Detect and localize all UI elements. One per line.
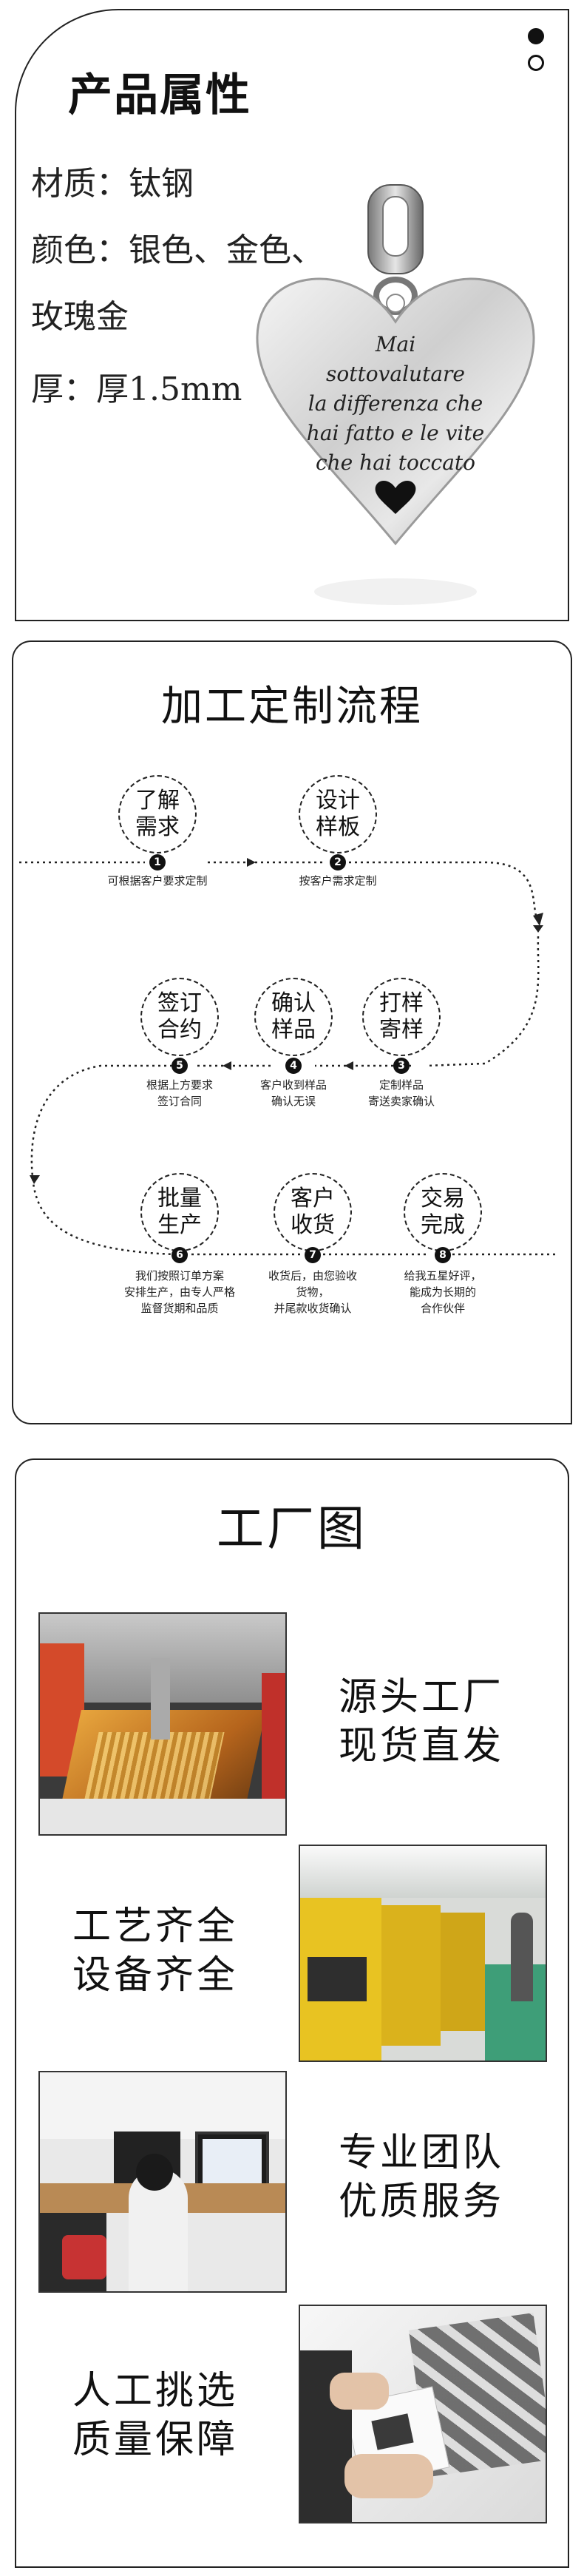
caption-manual-selection: 人工挑选质量保障 xyxy=(72,2369,238,2462)
step-design-sample: 设计样板 xyxy=(299,775,377,853)
thickness-line: 厚：厚1.5mm xyxy=(31,371,242,408)
factory-photo-quality-check xyxy=(299,2305,547,2523)
step-desc-2: 按客户需求定制 xyxy=(299,874,377,888)
step-number-5: 5 xyxy=(172,1058,188,1074)
step-number-7: 7 xyxy=(305,1247,321,1263)
caption-professional-team: 专业团队优质服务 xyxy=(338,2131,504,2224)
color-line: 颜色：银色、金色、 xyxy=(31,231,324,269)
step-desc-7: 收货后，由您验收货物，并尾款收货确认 xyxy=(268,1269,357,1315)
step-number-4: 4 xyxy=(285,1058,302,1074)
step-desc-3: 定制样品寄送卖家确认 xyxy=(367,1078,435,1108)
factory-photo-design-team xyxy=(38,2071,287,2293)
step-desc-4: 客户收到样品确认无误 xyxy=(259,1078,327,1108)
step-desc-1: 可根据客户要求定制 xyxy=(107,874,208,888)
caption-complete-process: 工艺齐全设备齐全 xyxy=(72,1904,238,1998)
slide-indicator[interactable] xyxy=(528,55,544,71)
step-understand-needs: 了解需求 xyxy=(118,775,197,853)
engraving-line-4: hai fatto e le vite xyxy=(307,421,484,445)
factory-panel xyxy=(15,1458,569,2568)
step-desc-8: 给我五星好评，能成为长期的合作伙伴 xyxy=(404,1269,482,1315)
heart-pendant-image: Mai sottovalutare la differenza che hai … xyxy=(256,184,535,605)
caption-source-factory: 源头工厂现货直发 xyxy=(338,1675,504,1768)
material-line: 材质：钛钢 xyxy=(31,165,194,203)
step-sign-contract: 签订合约 xyxy=(140,978,219,1056)
factory-photo-laser-machine xyxy=(38,1612,287,1836)
step-proof-send: 打样寄样 xyxy=(362,978,441,1056)
step-number-2: 2 xyxy=(330,854,346,871)
process-title: 加工定制流程 xyxy=(161,683,423,731)
step-desc-5: 根据上方要求签订合同 xyxy=(146,1078,213,1108)
step-confirm-sample: 确认样品 xyxy=(254,978,333,1056)
slide-indicator-active[interactable] xyxy=(528,28,544,44)
factory-photo-production-line xyxy=(299,1845,547,2062)
engraving-line-1: Mai xyxy=(375,332,415,356)
step-desc-6: 我们按照订单方案安排生产，由专人严格监督货期和品质 xyxy=(123,1269,235,1315)
engraving-line-5: che hai toccato xyxy=(316,450,475,475)
process-panel xyxy=(12,640,572,1424)
color-line-2: 玫瑰金 xyxy=(31,298,129,336)
small-heart-icon xyxy=(375,480,416,514)
factory-title: 工厂图 xyxy=(217,1502,367,1557)
step-number-6: 6 xyxy=(172,1247,188,1263)
step-mass-production: 批量生产 xyxy=(140,1173,219,1251)
step-deal-complete: 交易完成 xyxy=(404,1173,482,1251)
engraving-line-3: la differenza che xyxy=(308,391,483,416)
step-number-3: 3 xyxy=(393,1058,410,1074)
attributes-title: 产品属性 xyxy=(68,70,251,121)
step-customer-receipt: 客户收货 xyxy=(274,1173,352,1251)
step-number-1: 1 xyxy=(149,854,166,871)
process-flow-lines xyxy=(19,858,559,1256)
engraving-line-2: sottovalutare xyxy=(326,362,465,386)
step-number-8: 8 xyxy=(435,1247,451,1263)
